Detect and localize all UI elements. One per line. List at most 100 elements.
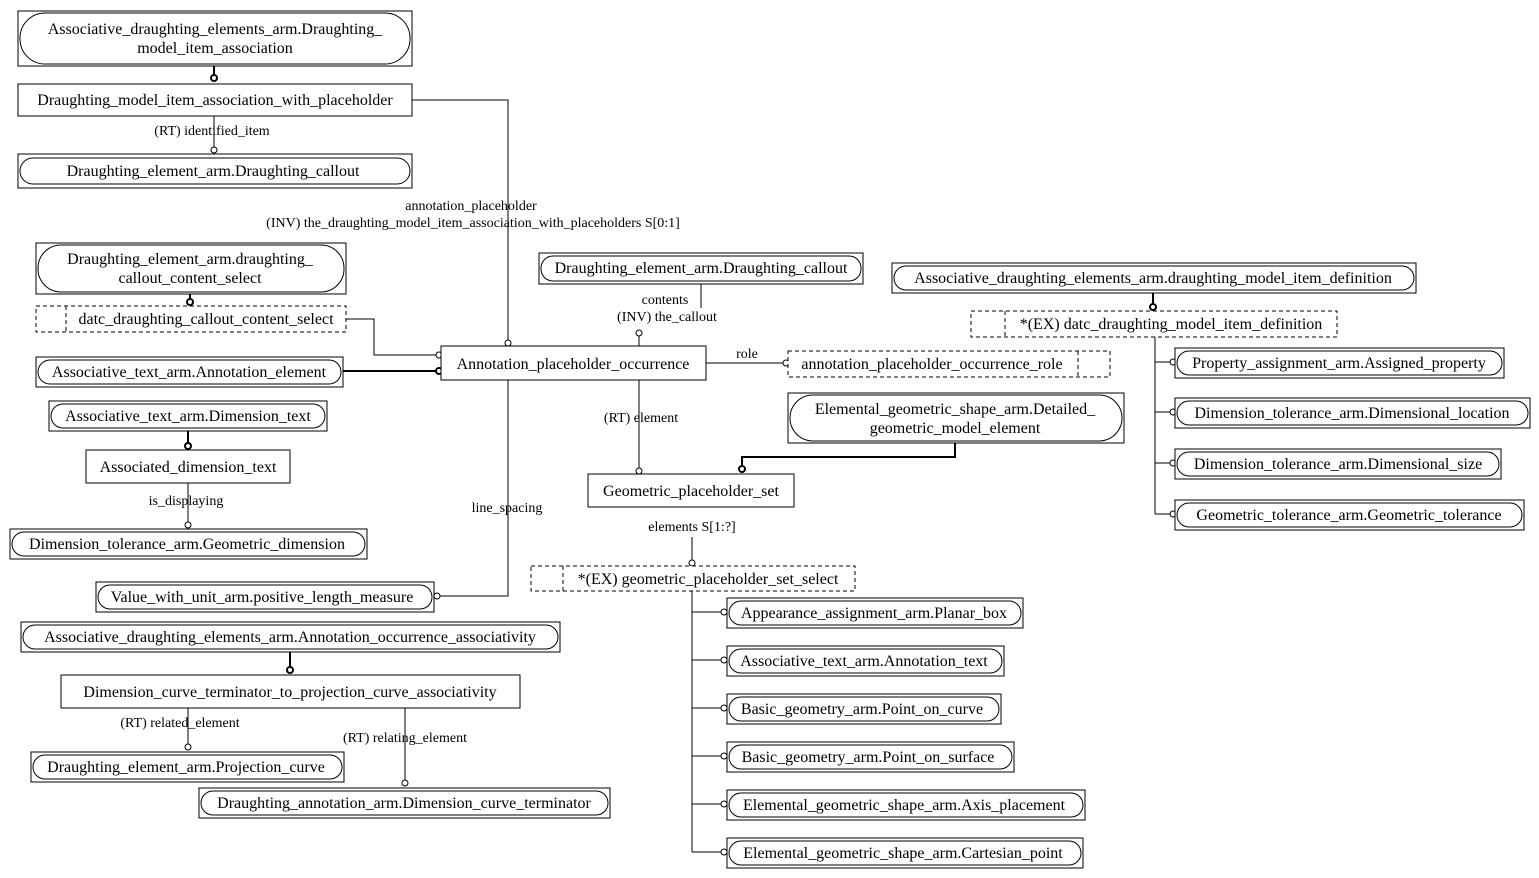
node-geometric-placeholder-set[interactable]: Geometric_placeholder_set [587, 473, 795, 508]
connector-end-circle [184, 743, 192, 751]
node-datc-draughting-model-item-definition[interactable]: *(EX) datc_draughting_model_item_definit… [970, 310, 1338, 338]
node-label: Basic_geometry_arm.Point_on_curve [741, 701, 983, 718]
connector-datc-apo [346, 318, 436, 356]
node-label: Draughting_annotation_arm.Dimension_curv… [217, 795, 591, 812]
connector-end-circle [720, 800, 728, 808]
node-inner [97, 584, 433, 610]
node-inner [1176, 400, 1529, 426]
node-label: callout_content_select [118, 270, 262, 287]
node-inner [728, 648, 1003, 674]
node-inner [728, 792, 1084, 818]
node-aa-planar-box[interactable]: Appearance_assignment_arm.Planar_box [726, 597, 1024, 629]
node-frame [60, 674, 521, 709]
node-inner [728, 600, 1022, 626]
connector-end-circle [210, 74, 218, 82]
node-inner [1176, 502, 1523, 528]
node-frame [35, 305, 347, 333]
connectors [184, 66, 1177, 856]
node-label: Draughting_element_arm.draughting_ [67, 251, 314, 268]
node-label: model_item_association [137, 40, 293, 57]
connector-end-circle [210, 146, 218, 154]
node-label: Associated_dimension_text [100, 459, 277, 476]
connector-end-circle [1149, 303, 1157, 311]
connector-end-circle [401, 779, 409, 787]
node-label: Dimension_tolerance_arm.Dimensional_size [1194, 456, 1482, 473]
connector-end-circle [720, 752, 728, 760]
node-inner [728, 744, 1013, 770]
node-at-annotation-element[interactable]: Associative_text_arm.Annotation_element [35, 356, 344, 388]
node-ade-draughting-model-item-definition[interactable]: Associative_draughting_elements_arm.drau… [891, 262, 1417, 294]
node-vwu-positive-length-measure[interactable]: Value_with_unit_arm.positive_length_meas… [95, 581, 435, 613]
node-egs-axis-placement[interactable]: Elemental_geometric_shape_arm.Axis_place… [726, 789, 1086, 821]
edge-label-inv-callout: (INV) the_callout [617, 310, 717, 325]
node-label: geometric_model_element [870, 420, 1041, 437]
edge-labels: (RT) identified_item annotation_placehol… [120, 124, 758, 746]
edge-label-inv-placeholders: (INV) the_draughting_model_item_associat… [266, 216, 680, 231]
node-label: annotation_placeholder_occurrence_role [801, 356, 1062, 373]
connector-detailed-element [741, 443, 956, 467]
edge-label-role: role [736, 347, 758, 362]
edge-label-annotation-placeholder: annotation_placeholder [405, 199, 537, 214]
node-egs-detailed-geometric-model-element[interactable]: Elemental_geometric_shape_arm.Detailed_ … [787, 392, 1125, 444]
node-inner [1176, 350, 1503, 376]
node-dt-dimensional-location[interactable]: Dimension_tolerance_arm.Dimensional_loca… [1174, 397, 1531, 429]
node-geometric-placeholder-set-select[interactable]: *(EX) geometric_placeholder_set_select [530, 565, 856, 592]
node-label: datc_draughting_callout_content_select [78, 311, 334, 328]
node-label: *(EX) datc_draughting_model_item_definit… [1020, 316, 1323, 333]
connector-end-circle [688, 559, 696, 567]
node-gt-geometric-tolerance[interactable]: Geometric_tolerance_arm.Geometric_tolera… [1174, 499, 1525, 531]
node-ade-dmia[interactable]: Associative_draughting_elements_arm.Drau… [17, 10, 413, 67]
node-frame [85, 449, 291, 484]
connector-end-circle [635, 467, 643, 475]
edge-label-relating-element: (RT) relating_element [343, 731, 467, 746]
node-dt-dimensional-size[interactable]: Dimension_tolerance_arm.Dimensional_size [1174, 448, 1502, 480]
node-inner [728, 696, 1000, 722]
node-label: Draughting_element_arm.Projection_curve [47, 759, 325, 776]
node-inner [19, 12, 411, 65]
node-associated-dimension-text[interactable]: Associated_dimension_text [85, 449, 291, 484]
node-datc-callout-content-select[interactable]: datc_draughting_callout_content_select [35, 305, 347, 333]
node-frame [17, 83, 413, 117]
node-inner [37, 359, 342, 385]
node-pa-assigned-property[interactable]: Property_assignment_arm.Assigned_propert… [1174, 347, 1505, 379]
node-label: Elemental_geometric_shape_arm.Axis_place… [743, 797, 1066, 814]
connector-end-circle [184, 442, 192, 450]
node-inner [893, 265, 1415, 291]
node-label: Elemental_geometric_shape_arm.Cartesian_… [743, 845, 1063, 862]
node-dmia-with-placeholder[interactable]: Draughting_model_item_association_with_p… [17, 83, 413, 117]
node-frame [787, 350, 1111, 378]
node-label: Associative_draughting_elements_arm.Anno… [44, 629, 536, 646]
connector-end-circle [433, 592, 441, 600]
node-da-dimension-curve-terminator[interactable]: Draughting_annotation_arm.Dimension_curv… [198, 787, 611, 819]
node-at-dimension-text[interactable]: Associative_text_arm.Dimension_text [48, 400, 328, 432]
node-de-draughting-callout-top[interactable]: Draughting_element_arm.Draughting_callou… [17, 153, 413, 189]
node-bg-point-on-curve[interactable]: Basic_geometry_arm.Point_on_curve [726, 693, 1002, 725]
node-ade-annotation-occurrence-associativity[interactable]: Associative_draughting_elements_arm.Anno… [20, 621, 561, 653]
edge-label-elements: elements S[1:?] [648, 520, 735, 535]
node-label: *(EX) geometric_placeholder_set_select [578, 571, 839, 588]
node-bg-point-on-surface[interactable]: Basic_geometry_arm.Point_on_surface [726, 741, 1015, 773]
node-inner [540, 255, 862, 282]
node-at-annotation-text[interactable]: Associative_text_arm.Annotation_text [726, 645, 1005, 677]
connector-end-circle [720, 704, 728, 712]
node-de-callout-content-select[interactable]: Draughting_element_arm.draughting_ callo… [35, 242, 347, 295]
node-label: Draughting_element_arm.Draughting_callou… [555, 260, 848, 277]
connector-end-circle [720, 656, 728, 664]
node-inner [11, 531, 366, 557]
node-annotation-placeholder-occurrence[interactable]: Annotation_placeholder_occurrence [440, 345, 707, 381]
edge-label-identified-item: (RT) identified_item [154, 124, 270, 139]
node-inner [1176, 451, 1500, 477]
node-label: Geometric_tolerance_arm.Geometric_tolera… [1196, 507, 1501, 524]
node-label: Dimension_tolerance_arm.Dimensional_loca… [1194, 405, 1509, 422]
connector-end-circle [738, 465, 746, 473]
node-egs-cartesian-point[interactable]: Elemental_geometric_shape_arm.Cartesian_… [726, 837, 1084, 869]
edge-label-related-element: (RT) related_element [120, 716, 239, 731]
node-dt-geometric-dimension[interactable]: Dimension_tolerance_arm.Geometric_dimens… [9, 528, 368, 560]
node-de-draughting-callout-mid[interactable]: Draughting_element_arm.Draughting_callou… [538, 252, 864, 285]
node-frame [970, 310, 1338, 338]
node-apo-role[interactable]: annotation_placeholder_occurrence_role [787, 350, 1111, 378]
node-dct-to-projection-curve-associativity[interactable]: Dimension_curve_terminator_to_projection… [60, 674, 521, 709]
node-de-projection-curve[interactable]: Draughting_element_arm.Projection_curve [30, 751, 345, 783]
edge-label-contents: contents [642, 293, 689, 308]
